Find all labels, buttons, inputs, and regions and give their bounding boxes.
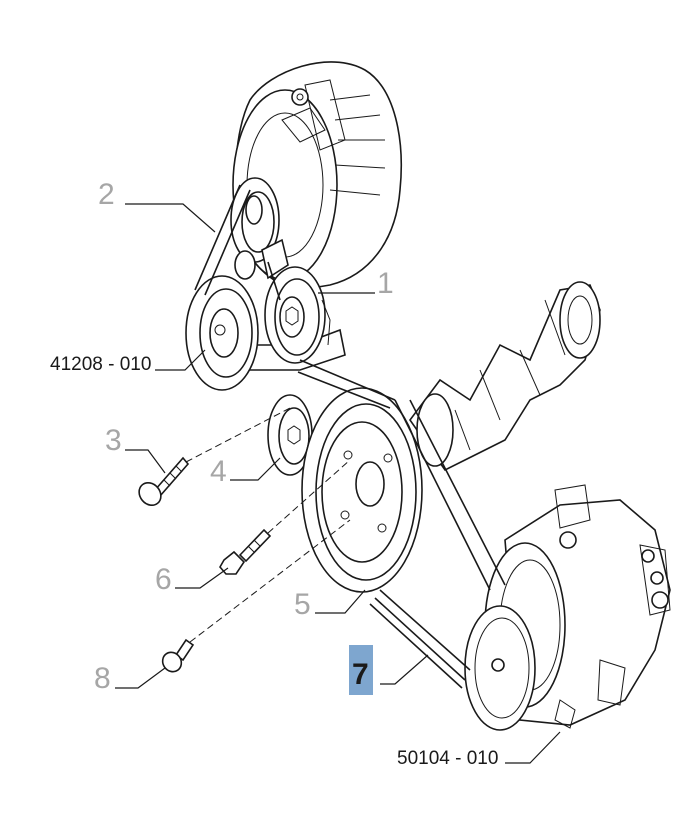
accessory-belt[interactable]: [194, 184, 281, 301]
callout-1[interactable]: 1: [377, 267, 394, 300]
alternator-pulley[interactable]: [230, 177, 280, 263]
ref-50104-010[interactable]: 50104 - 010: [397, 748, 498, 769]
highlight-box: [349, 645, 373, 695]
ref-41208-010[interactable]: 41208 - 010: [50, 354, 151, 375]
crankshaft: [409, 281, 601, 472]
callout-5[interactable]: 5: [294, 588, 311, 621]
guide-pulley[interactable]: [267, 394, 313, 476]
compressor-pulley[interactable]: [464, 605, 536, 731]
callout-8[interactable]: 8: [94, 662, 111, 695]
bolt-8[interactable]: [159, 638, 195, 675]
callout-2[interactable]: 2: [98, 178, 115, 211]
callout-4[interactable]: 4: [210, 455, 227, 488]
alignment-lines: [185, 407, 351, 643]
poly-v-belt[interactable]: [297, 359, 506, 689]
callout-3[interactable]: 3: [105, 424, 122, 457]
crankshaft-pulley[interactable]: [301, 387, 423, 593]
callout-6[interactable]: 6: [155, 563, 172, 596]
idler-pulley[interactable]: [264, 266, 331, 364]
leader-lines: [115, 203, 561, 764]
bolt-3[interactable]: [135, 456, 190, 510]
bolt-6[interactable]: [219, 528, 272, 575]
ac-compressor[interactable]: [484, 484, 671, 729]
callout-7[interactable]: 7: [352, 658, 369, 691]
